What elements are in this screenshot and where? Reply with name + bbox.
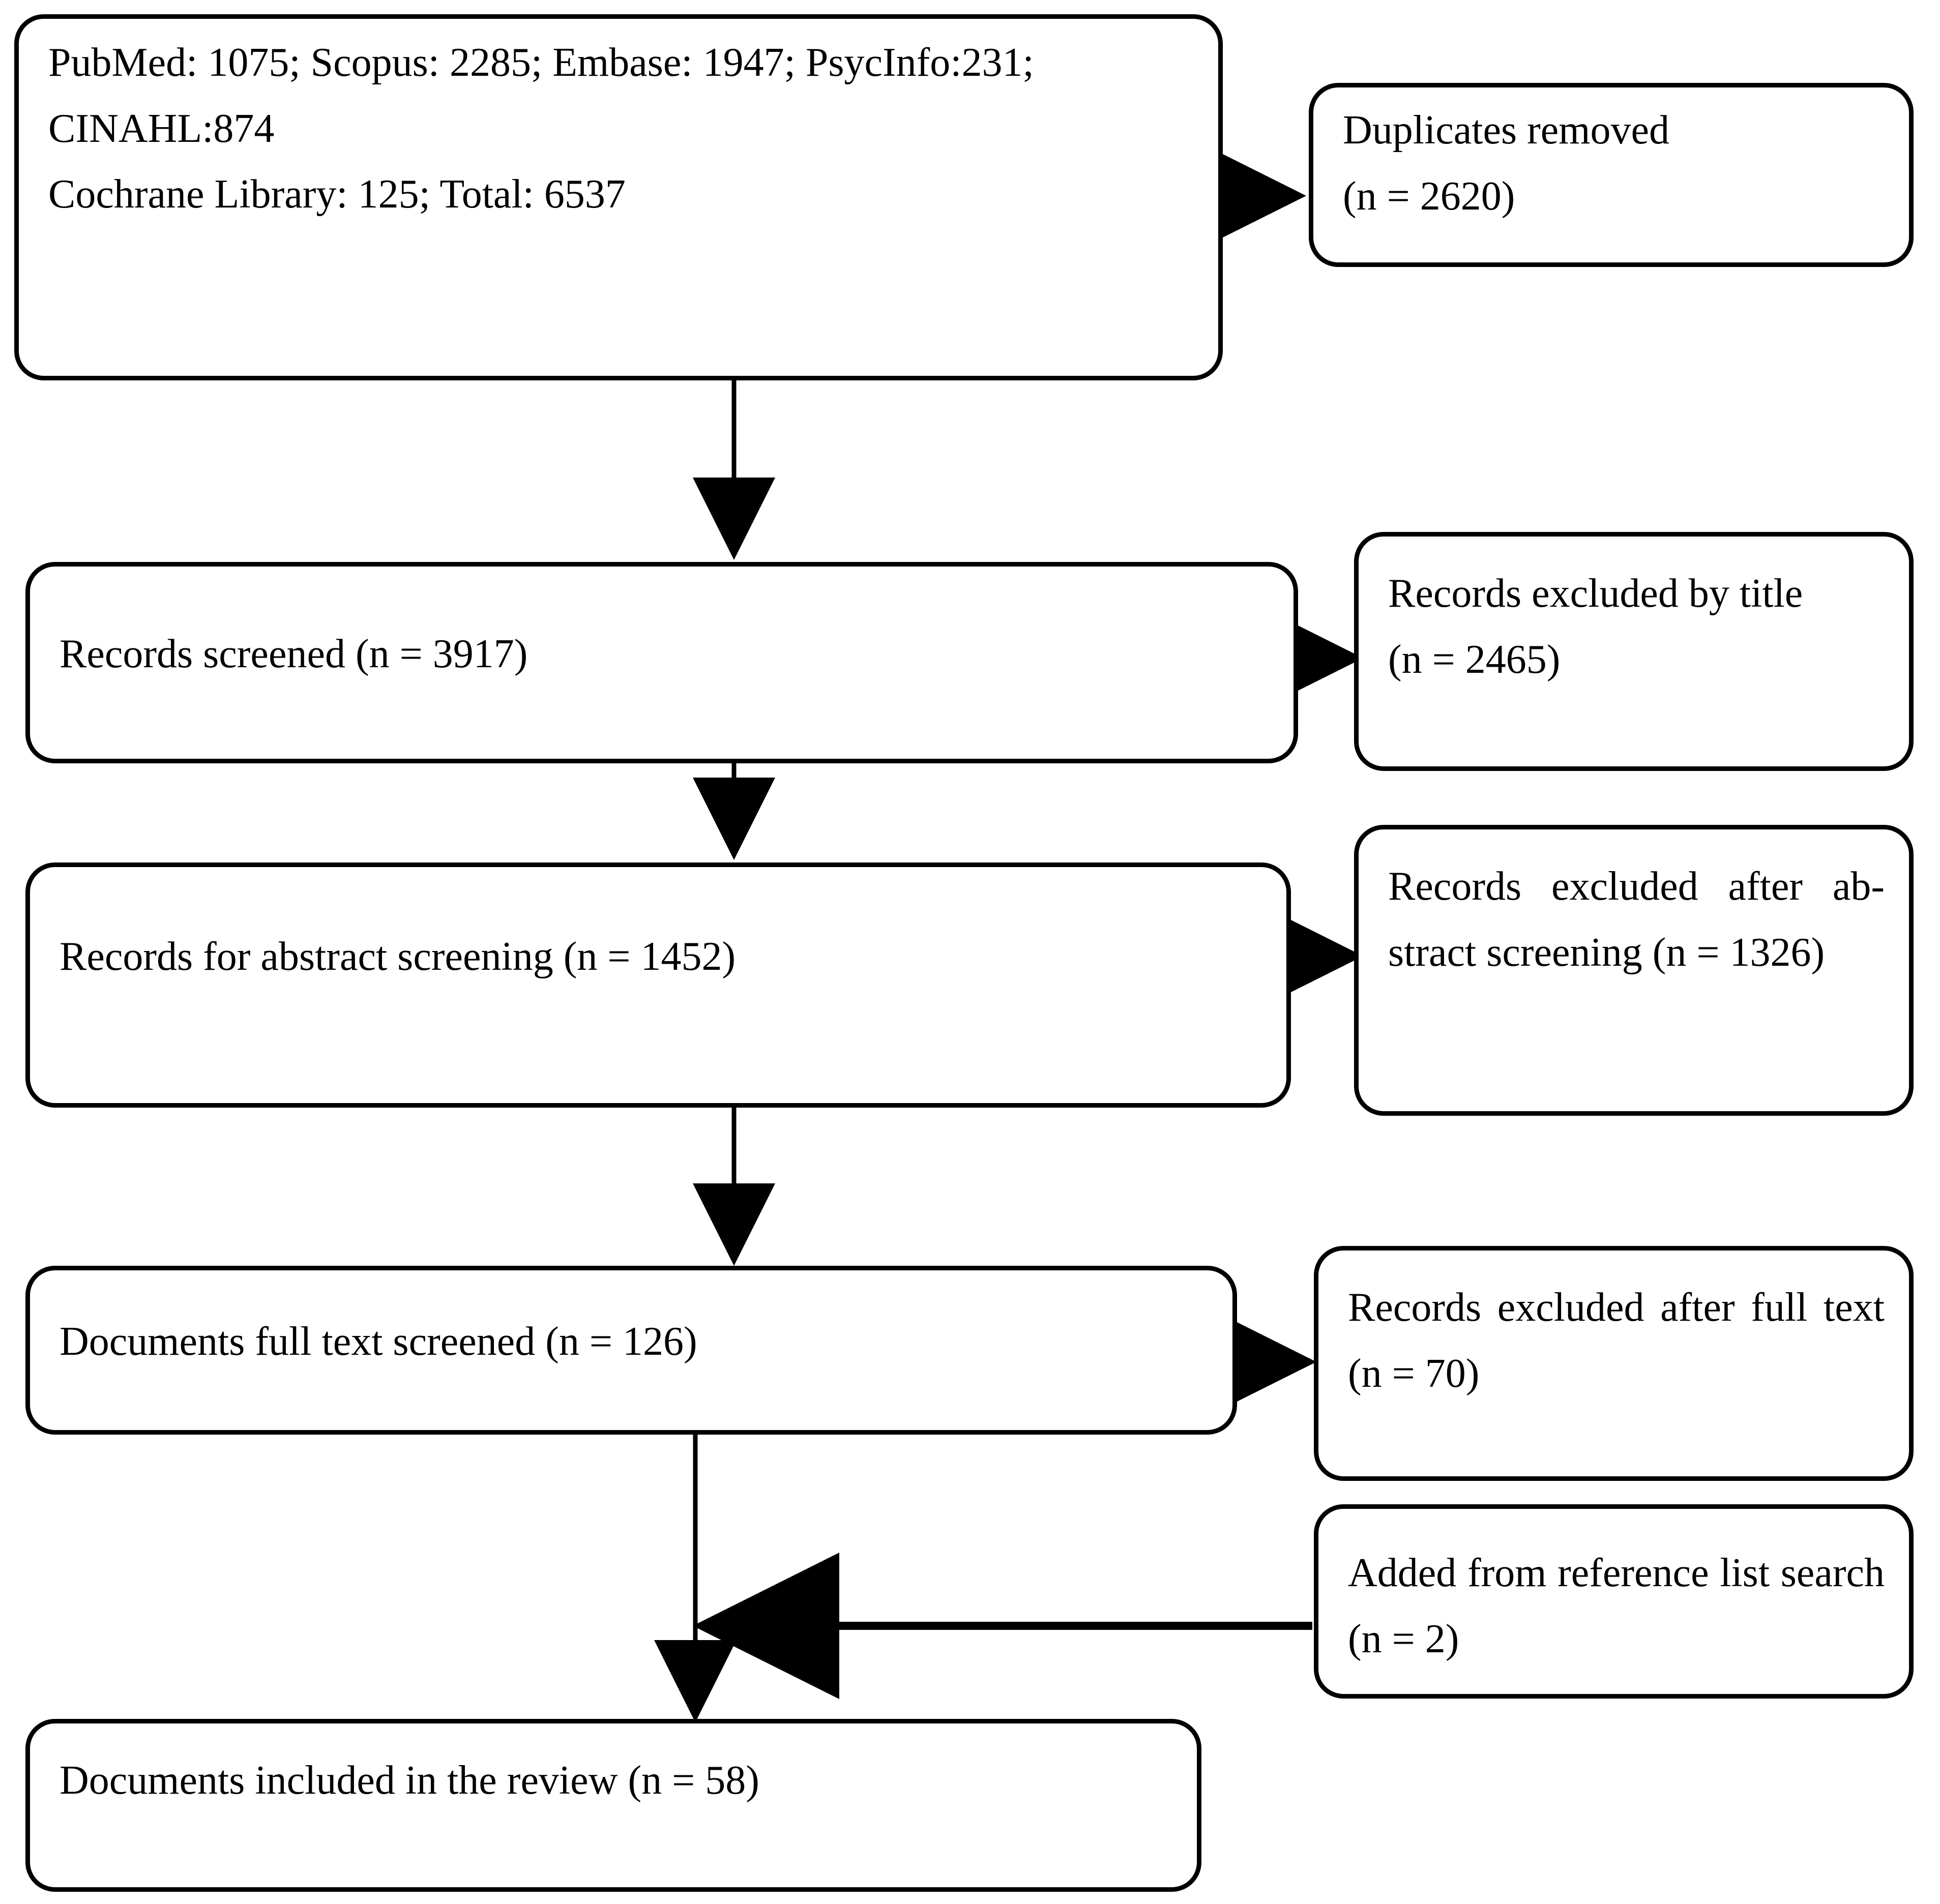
box-records-screened[interactable]: Records screened (n = 3917) xyxy=(25,562,1298,763)
documents-included-in-review-text: Documents included in the review (n = 58… xyxy=(60,1758,759,1803)
box-records-excluded-after-full-text[interactable]: Records excluded after full text (n = 70… xyxy=(1314,1246,1914,1481)
documents-full-text-screened-text: Documents full text screened (n = 126) xyxy=(60,1319,697,1364)
box-records-excluded-by-title[interactable]: Records excluded by title (n = 2465) xyxy=(1354,532,1914,771)
identification-sources-text: PubMed: 1075; Scopus: 2285; Embase: 1947… xyxy=(48,40,1034,217)
box-added-from-reference-list-search[interactable]: Added from reference list search (n = 2) xyxy=(1314,1504,1914,1699)
box-records-for-abstract-screening[interactable]: Records for abstract screening (n = 1452… xyxy=(25,862,1291,1108)
records-screened-text: Records screened (n = 3917) xyxy=(60,632,528,676)
duplicates-removed-text: Duplicates removed (n = 2620) xyxy=(1343,108,1669,219)
box-documents-full-text-screened[interactable]: Documents full text screened (n = 126) xyxy=(25,1266,1237,1435)
box-records-excluded-after-abstract[interactable]: Records excluded after ab­stract screeni… xyxy=(1354,825,1914,1116)
box-documents-included-in-review[interactable]: Documents included in the review (n = 58… xyxy=(25,1719,1201,1892)
box-duplicates-removed[interactable]: Duplicates removed (n = 2620) xyxy=(1309,83,1914,267)
records-excluded-by-title-text: Records excluded by title (n = 2465) xyxy=(1388,571,1803,682)
added-from-reference-list-search-text: Added from reference list search (n = 2) xyxy=(1348,1551,1885,1661)
box-identification-sources[interactable]: PubMed: 1075; Scopus: 2285; Embase: 1947… xyxy=(14,14,1223,380)
records-for-abstract-screening-text: Records for abstract screening (n = 1452… xyxy=(60,934,736,979)
records-excluded-after-full-text-text: Records excluded after full text (n = 70… xyxy=(1348,1285,1885,1396)
records-excluded-after-abstract-text: Records excluded after ab­stract screeni… xyxy=(1388,864,1885,975)
